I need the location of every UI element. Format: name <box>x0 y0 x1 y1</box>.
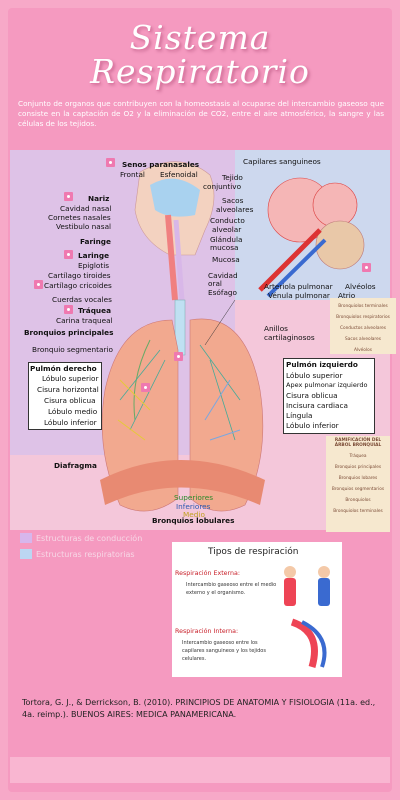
side-title: RAMIFICACIÓN DEL ÁRBOL BRONQUIAL <box>334 438 382 448</box>
label-alveolares: alveolares <box>216 205 254 214</box>
label-senos: Senos paranasales <box>122 160 200 169</box>
label-conducto: Conducto <box>210 216 245 225</box>
label-superiores: Superiores <box>174 493 213 502</box>
legend-respiratorias: Estructuras respiratorias <box>36 550 135 559</box>
label-nariz: Nariz <box>88 194 110 203</box>
left-lung-box <box>283 358 375 434</box>
breathing-types-card: Tipos de respiración Respiración Externa… <box>172 542 342 677</box>
label-lobulo-inferior-i: Lóbulo inferior <box>286 421 339 430</box>
externa-desc-2: externo y el organismo. <box>186 590 246 596</box>
label-traquea: Tráquea <box>78 306 111 315</box>
label-cisura-oblicua: Cisura oblicua <box>44 396 96 405</box>
side-item: Bronquiolos terminales <box>333 509 383 514</box>
label-cisura-horizontal: Cisura horizontal <box>37 385 99 394</box>
label-capilares: Capilares sanguineos <box>243 157 321 166</box>
label-frontal: Frontal <box>120 170 145 179</box>
label-bronquios-lobulares: Bronquios lobulares <box>152 516 235 525</box>
interna-desc-1: Intercambio gaseoso entre los <box>182 640 258 646</box>
legend-swatch-conduccion <box>20 533 32 543</box>
label-lobulo-superior-i: Lóbulo superior <box>286 371 343 380</box>
side-item: Bronquiolos respiratorios <box>336 315 390 320</box>
label-laringe: Laringe <box>78 251 110 260</box>
legend-swatch-respiratorias <box>20 549 32 559</box>
footer-band <box>10 757 390 783</box>
side-item: Bronquiolos terminales <box>338 304 388 309</box>
label-oral: oral <box>208 279 222 288</box>
label-esofago: Esófago <box>208 288 238 297</box>
label-vestibulo: Vestibulo nasal <box>56 222 112 231</box>
label-conjuntivo: conjuntivo <box>203 182 242 191</box>
label-anillos: Anillos <box>264 324 288 333</box>
label-arteriola: Arteriola pulmonar <box>264 282 333 291</box>
info-icon[interactable] <box>141 383 150 392</box>
info-icon[interactable] <box>174 352 183 361</box>
label-sacos: Sacos <box>222 196 244 205</box>
label-cavidad-nasal: Cavidad nasal <box>60 204 112 213</box>
label-cricoides: Cartílago cricoides <box>44 281 112 290</box>
label-incisura: Incisura cardiaca <box>286 401 349 410</box>
label-pulmon-izquierdo: Pulmón izquierdo <box>286 360 358 369</box>
side-item: Conductos alveolares <box>339 326 387 331</box>
label-epiglotis: Epiglotis <box>78 261 110 270</box>
title-line-2: Respiratorio <box>90 52 310 91</box>
info-icon[interactable] <box>106 158 115 167</box>
label-apex: Apex pulmonar izquierdo <box>286 381 368 389</box>
label-inferiores: Inferiores <box>176 502 211 511</box>
interna-desc-2: capilares sanguineos y los tejidos <box>182 648 266 654</box>
label-atrio: Atrio <box>338 291 356 300</box>
label-lobulo-medio: Lóbulo medio <box>48 407 98 416</box>
label-diafragma: Diafragma <box>54 461 97 470</box>
label-alveolos: Alvéolos <box>345 282 376 291</box>
info-icon[interactable] <box>64 305 73 314</box>
label-bronquio-segmentario: Bronquio segmentario <box>32 345 113 354</box>
info-icon[interactable] <box>34 280 43 289</box>
label-alveolar: alveolar <box>212 225 242 234</box>
side-item: Alvéolos <box>353 348 372 353</box>
label-tiroides: Cartílago tiroides <box>48 271 111 280</box>
label-esfenoidal: Esfenoidal <box>160 170 198 179</box>
label-bronquios-principales: Bronquios principales <box>24 328 114 337</box>
label-cavidad-oral: Cavidad <box>208 271 238 280</box>
label-cisura-oblicua-i: Cisura oblicua <box>286 391 338 400</box>
label-interna: Respiración Interna: <box>175 628 239 635</box>
breathing-types-title: Tipos de respiración <box>208 547 299 557</box>
side-item: Bronquios lobares <box>338 476 378 481</box>
interna-desc-3: celulares. <box>182 656 207 662</box>
side-item: Bronquios principales <box>334 465 382 470</box>
label-cuerdas: Cuerdas vocales <box>52 295 112 304</box>
label-lobulo-superior: Lóbulo superior <box>42 374 99 383</box>
info-icon[interactable] <box>64 250 73 259</box>
side-item: Tráquea <box>349 454 367 459</box>
label-glandula: Glándula <box>210 235 243 244</box>
legend-conduccion: Estructuras de conducción <box>36 534 143 543</box>
right-lung-box <box>28 362 102 430</box>
info-icon[interactable] <box>362 263 371 272</box>
side-item: Sacos alveolares <box>345 337 381 342</box>
label-tejido: Tejido <box>222 173 243 182</box>
label-carina: Carina traqueal <box>56 316 113 325</box>
label-lobulo-inferior: Lóbulo inferior <box>44 418 97 427</box>
label-mucosa: Mucosa <box>212 255 240 264</box>
bronchial-tree-panel: RAMIFICACIÓN DEL ÁRBOL BRONQUIAL Tráquea… <box>326 436 390 532</box>
label-externa: Respiración Externa: <box>175 570 240 577</box>
label-mucosa-gl: mucosa <box>210 243 239 252</box>
breathing-figures <box>284 566 330 668</box>
reference-text: Tortora, G. J., & Derrickson, B. (2010).… <box>22 698 376 719</box>
side-item: Bronquiolos <box>345 498 371 503</box>
title-line-1: Sistema <box>129 18 271 57</box>
info-icon[interactable] <box>64 192 73 201</box>
label-cornetes: Cornetes nasales <box>48 213 111 222</box>
label-lingula: Língula <box>286 411 313 420</box>
label-pulmon-derecho: Pulmón derecho <box>30 364 97 373</box>
label-faringe: Faringe <box>80 237 111 246</box>
label-venula: Vénula pulmonar <box>268 291 330 300</box>
label-cartilaginosos: cartilaginosos <box>264 333 315 342</box>
intro-text: Conjunto de organos que contribuyen con … <box>18 99 384 128</box>
alveoli-branch-panel: Bronquiolos terminales Bronquiolos respi… <box>330 298 396 354</box>
externa-desc-1: Intercambio gaseoso entre el medio <box>186 582 277 588</box>
side-item: Bronquios segmentarios <box>331 487 385 492</box>
label-medio: Medio <box>183 510 205 519</box>
